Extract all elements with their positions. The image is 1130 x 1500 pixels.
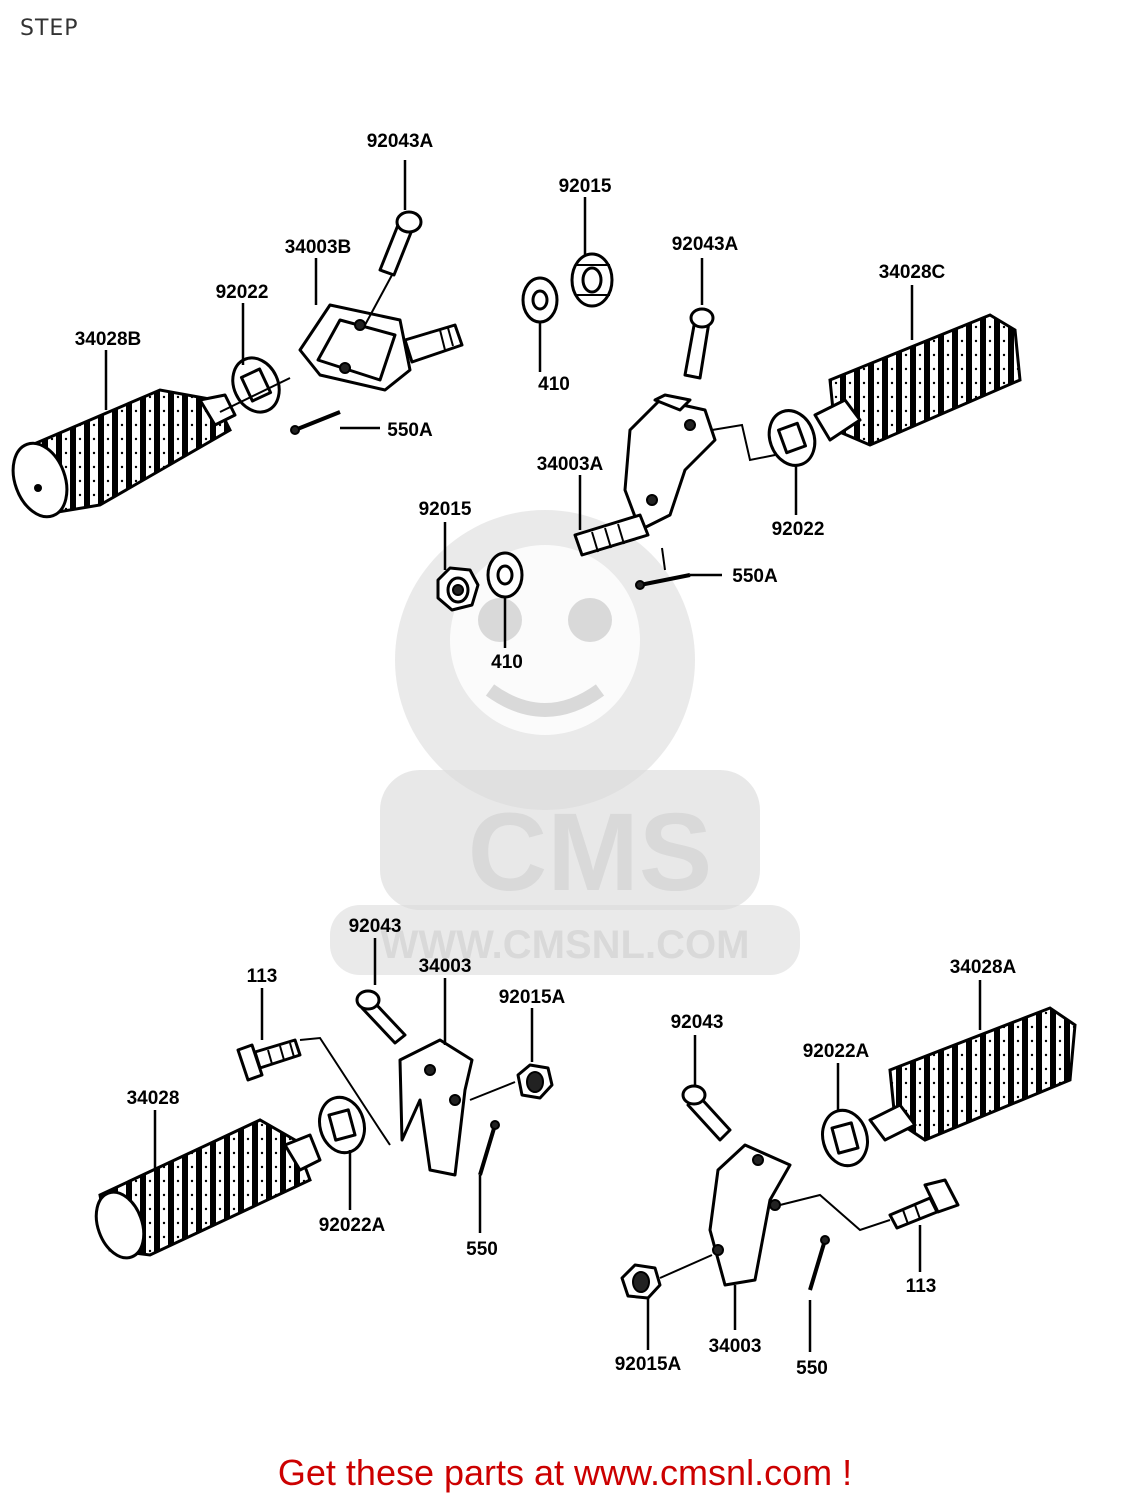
washer-92022A-right — [821, 1108, 869, 1168]
label-top-mid-washer: 410 — [538, 374, 570, 395]
holder-34003A — [573, 393, 717, 557]
label-mid-nut: 92015 — [419, 499, 472, 520]
footpeg-34028 — [94, 1118, 322, 1260]
label-bot-left-bolt: 113 — [247, 966, 278, 987]
pin-92043-left — [355, 989, 407, 1045]
label-top-right-step: 34028C — [879, 262, 946, 283]
bracket-34003-right — [708, 1143, 792, 1287]
label-top-mid-nut: 92015 — [559, 176, 612, 197]
nut-92015A-left — [516, 1063, 554, 1100]
page-title: STEP — [20, 16, 79, 41]
footpeg-34028B — [11, 388, 237, 519]
watermark-logo-text: CMS — [468, 791, 712, 914]
label-top-right-pin: 92043A — [672, 234, 739, 255]
nut-92015-top — [570, 252, 614, 308]
label-bot-right-bolt: 113 — [906, 1276, 937, 1297]
pin-92043A — [378, 210, 423, 277]
watermark: CMS WWW.CMSNL.COM — [330, 510, 800, 975]
top-middle-parts — [521, 252, 614, 324]
cotter-pin-550A-right — [635, 573, 691, 590]
label-bot-left-step: 34028 — [127, 1088, 180, 1109]
washer-410-mid — [486, 551, 524, 599]
footpeg-34028A — [868, 1006, 1077, 1142]
label-top-right-washer: 92022 — [772, 519, 825, 540]
watermark-url: WWW.CMSNL.COM — [381, 923, 750, 967]
leader-lines — [104, 160, 982, 1352]
pin-92043-right — [681, 1084, 732, 1142]
label-top-left-step: 34028B — [75, 329, 142, 350]
cotter-pin-550A — [290, 410, 341, 435]
top-right-assembly — [573, 307, 1022, 590]
label-bot-left-cotter: 550 — [466, 1239, 498, 1260]
label-bot-left-pin: 92043 — [349, 916, 402, 937]
footpeg-34028C — [813, 313, 1022, 447]
washer-92022A-left — [318, 1095, 366, 1155]
label-bot-right-washer: 92022A — [803, 1041, 870, 1062]
washer-92022-right — [767, 409, 817, 467]
label-bot-left-bracket: 34003 — [419, 956, 472, 977]
label-top-left-holder: 34003B — [285, 237, 352, 258]
label-mid-washer: 410 — [491, 652, 523, 673]
cotter-pin-550-left — [478, 1120, 500, 1176]
label-bot-left-washer: 92022A — [319, 1215, 386, 1236]
label-bot-right-bracket: 34003 — [709, 1336, 762, 1357]
label-bot-right-cotter: 550 — [796, 1358, 828, 1379]
middle-parts — [436, 551, 524, 612]
bolt-113-right — [888, 1178, 960, 1230]
label-top-right-cotter: 550A — [732, 566, 778, 587]
bolt-113-left — [236, 1038, 302, 1082]
pin-92043A-right — [683, 307, 715, 380]
nut-92015-mid — [436, 566, 480, 612]
washer-410-top — [521, 276, 559, 324]
label-bot-left-nut: 92015A — [499, 987, 566, 1008]
part-labels: 92043A 34003B 92022 34028B 550A 92015 41… — [75, 131, 1017, 1379]
label-top-left-cotter: 550A — [387, 420, 433, 441]
label-bot-right-step: 34028A — [950, 957, 1017, 978]
holder-34003B — [298, 303, 464, 392]
footer-link[interactable]: Get these parts at www.cmsnl.com ! — [277, 1452, 853, 1493]
bottom-left-assembly — [94, 989, 554, 1260]
top-left-assembly — [11, 210, 464, 519]
label-top-left-washer: 92022 — [216, 282, 269, 303]
bottom-right-assembly — [620, 1006, 1077, 1300]
label-top-left-pin: 92043A — [367, 131, 434, 152]
bracket-34003-left — [398, 1038, 474, 1177]
label-bot-right-nut: 92015A — [615, 1354, 682, 1375]
label-bot-right-pin: 92043 — [671, 1012, 724, 1033]
label-top-right-holder: 34003A — [537, 454, 604, 475]
nut-92015A-right — [620, 1263, 662, 1300]
cotter-pin-550-right — [808, 1235, 830, 1291]
